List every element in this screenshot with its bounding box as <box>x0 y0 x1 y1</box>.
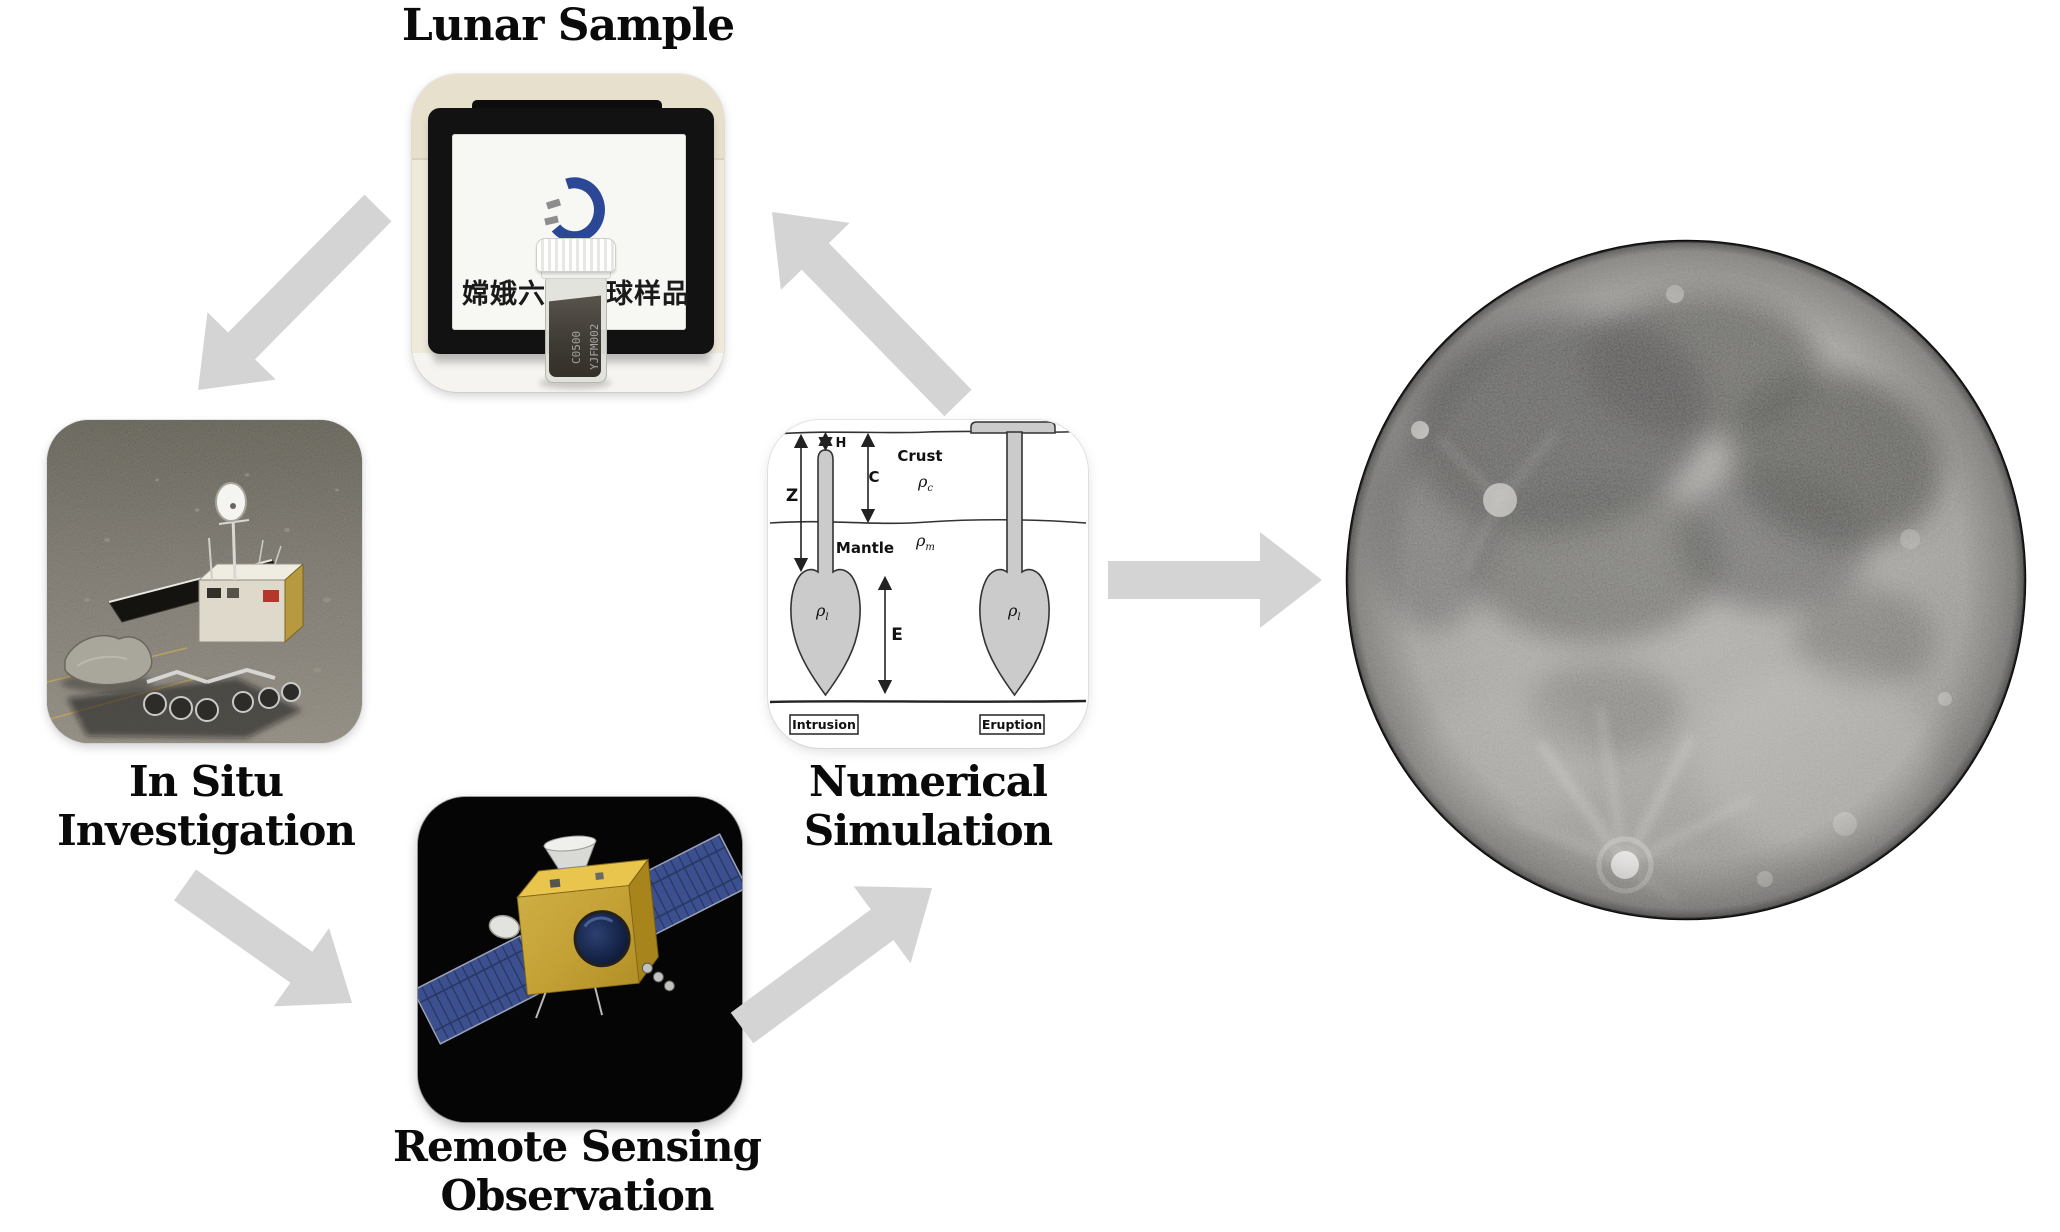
label-rho-l-intrusion: ρl <box>815 601 829 623</box>
label-rho-l-eruption: ρl <box>1007 601 1021 623</box>
rho-sub: l <box>825 612 828 623</box>
body-rod <box>594 987 604 1016</box>
label-in-situ-line1: In Situ <box>128 757 284 806</box>
vial-cap <box>536 238 616 272</box>
plaque-text-left: 嫦娥六 <box>462 279 546 310</box>
lunar-sample-photo: 嫦娥六 球样品 C0500 YJFM002 <box>412 74 724 392</box>
label-H: H <box>836 436 847 451</box>
numerical-simulation-diagram: Z H C E Crust Mantle ρc ρm ρl ρl Intrusi… <box>768 420 1088 748</box>
eruption-caption: Eruption <box>982 717 1042 732</box>
label-rho-m: ρm <box>915 531 935 553</box>
arrow-sample-to-insitu <box>198 194 392 390</box>
moon-image <box>1345 239 2027 921</box>
antenna-feed <box>230 503 236 509</box>
label-C: C <box>868 468 879 486</box>
label-numerical-simulation: Numerical Simulation <box>803 757 1053 855</box>
rho-glyph: ρ <box>815 601 826 620</box>
camera-lens <box>573 910 631 968</box>
label-remote-line1: Remote Sensing <box>393 1122 762 1171</box>
logo-gray-dash <box>545 198 562 210</box>
rover-antenna <box>274 545 282 565</box>
body-rod <box>535 992 547 1019</box>
arrow-remote-to-simulation <box>730 886 932 1044</box>
in-situ-rover-photo <box>47 420 362 743</box>
arrow-simulation-to-sample <box>772 212 972 417</box>
mast-crossbar <box>218 519 250 525</box>
label-Z: Z <box>786 486 798 506</box>
rover-wheels <box>143 682 301 722</box>
lunar-rock <box>64 634 153 686</box>
high-gain-antenna <box>215 482 247 522</box>
rho-sub: l <box>1017 612 1020 623</box>
logo-gray-dash <box>544 215 559 226</box>
rho-glyph: ρ <box>915 531 926 550</box>
rover-gold-side <box>284 562 304 644</box>
arrow-insitu-to-remote <box>174 869 352 1007</box>
rover-antenna <box>208 537 213 581</box>
eruption-flow <box>970 421 1056 434</box>
eruption-caption-box <box>979 714 1045 735</box>
rover-flag <box>263 590 279 602</box>
label-mantle: Mantle <box>836 539 894 557</box>
thrusters <box>641 962 675 992</box>
arrow-simulation-to-moon <box>1108 532 1322 628</box>
cone-antenna-mouth <box>543 835 597 852</box>
rho-glyph: ρ <box>917 472 928 491</box>
satellite-body <box>488 835 675 1019</box>
label-sim-line1: Numerical <box>809 757 1048 806</box>
plaque-text-right: 球样品 <box>606 279 690 310</box>
intrusion-caption-box <box>789 714 859 735</box>
label-sim-line2: Simulation <box>803 806 1053 855</box>
label-lunar-sample: Lunar Sample <box>401 0 735 51</box>
top-sensor <box>549 878 561 888</box>
rocker-arm <box>146 669 208 684</box>
side-dish-antenna <box>488 914 520 939</box>
logo-blue-arc <box>551 177 605 243</box>
label-E: E <box>891 625 903 645</box>
label-remote-line2: Observation <box>440 1171 715 1220</box>
vial-code-2: YJFM002 <box>588 323 601 370</box>
yutu-rover <box>108 482 305 722</box>
label-rho-c: ρc <box>917 472 933 494</box>
rho-sub: m <box>925 542 934 553</box>
lens-highlight <box>583 916 614 928</box>
top-sensor <box>595 872 604 881</box>
label-in-situ-line2: Investigation <box>57 806 356 855</box>
rock-highlight <box>76 655 128 667</box>
rover-scene <box>47 420 362 743</box>
lunar-program-logo <box>544 177 605 243</box>
magma-model-sketch: Z H C E Crust Mantle ρc ρm ρl ρl Intrusi… <box>769 421 1087 735</box>
change-satellite <box>418 833 742 1045</box>
rover-antenna <box>258 539 264 565</box>
bottom-line <box>769 699 1087 704</box>
label-remote-sensing-observation: Remote Sensing Observation <box>393 1122 762 1220</box>
satellite-scene <box>418 797 742 1122</box>
vial-lunar-soil <box>549 295 601 377</box>
vial-code-1: C0500 <box>570 330 583 364</box>
rover-instrument <box>227 588 239 598</box>
moon-rim-shading <box>1347 241 2025 919</box>
intrusion-caption: Intrusion <box>792 717 856 732</box>
moon-svg <box>1345 239 2027 921</box>
rover-instrument <box>207 588 221 598</box>
remote-sensing-satellite-photo <box>418 797 742 1122</box>
eruption-conduit <box>979 431 1050 697</box>
label-in-situ-investigation: In Situ Investigation <box>57 757 356 855</box>
rho-sub: c <box>927 483 933 494</box>
rover-mast <box>231 515 237 581</box>
rocker-arm <box>206 667 276 684</box>
rho-glyph: ρ <box>1007 601 1018 620</box>
label-crust: Crust <box>897 447 942 465</box>
